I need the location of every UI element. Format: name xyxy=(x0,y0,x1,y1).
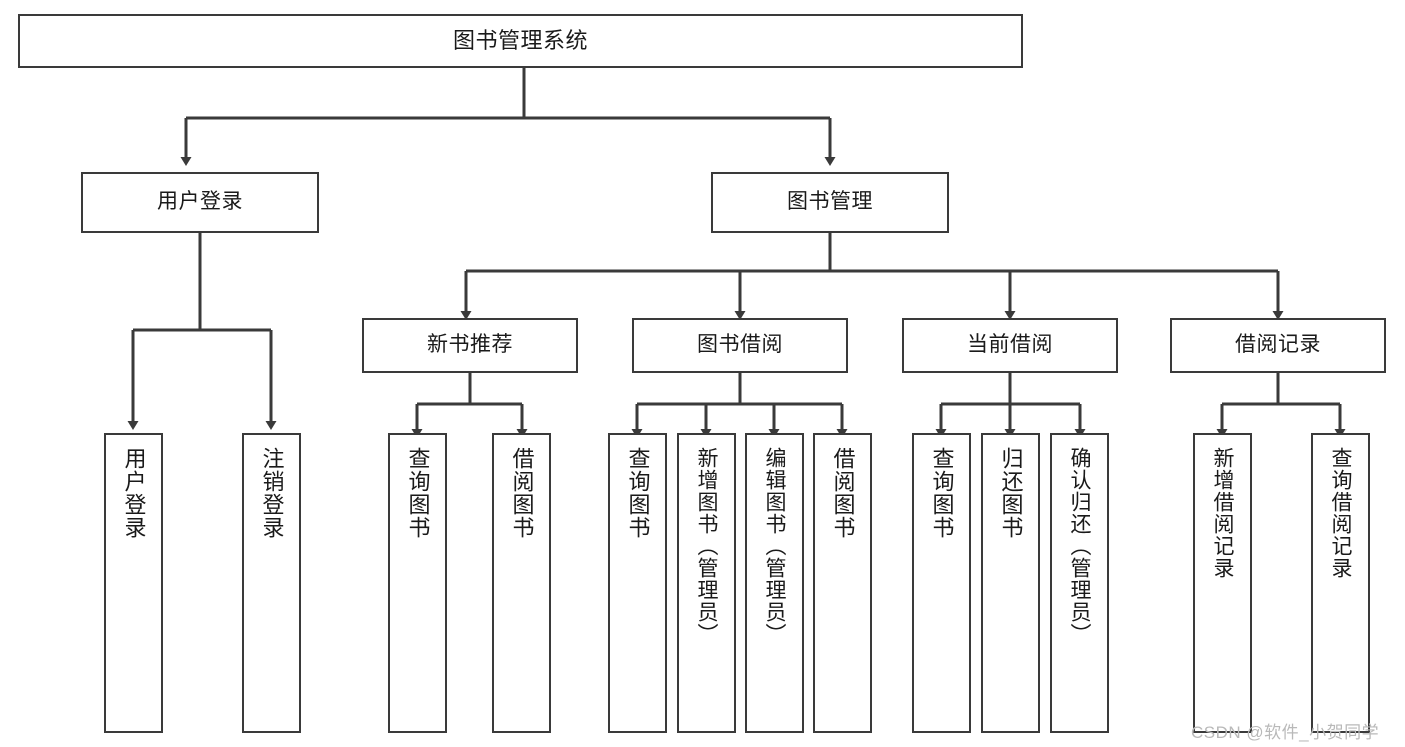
node-borrow-record[interactable]: 借阅记录 xyxy=(1170,318,1386,373)
node-leaf-confirm-return-label: 确认归还（管理员） xyxy=(1068,447,1091,645)
node-new-book-recommend-label: 新书推荐 xyxy=(427,333,513,357)
node-leaf-borrow-book-1[interactable]: 借阅图书 xyxy=(492,433,551,733)
node-book-manage[interactable]: 图书管理 xyxy=(711,172,949,233)
node-leaf-query-book-2-label: 查询图书 xyxy=(625,447,651,539)
node-current-borrow[interactable]: 当前借阅 xyxy=(902,318,1118,373)
node-root-label: 图书管理系统 xyxy=(452,28,588,54)
node-leaf-add-record-label: 新增借阅记录 xyxy=(1211,447,1234,579)
node-leaf-add-book[interactable]: 新增图书（管理员） xyxy=(677,433,736,733)
node-leaf-borrow-book-2[interactable]: 借阅图书 xyxy=(813,433,872,733)
node-leaf-query-record-label: 查询借阅记录 xyxy=(1329,447,1352,579)
node-user-login[interactable]: 用户登录 xyxy=(81,172,319,233)
node-current-borrow-label: 当前借阅 xyxy=(967,333,1053,357)
node-borrow-record-label: 借阅记录 xyxy=(1235,333,1321,357)
node-root[interactable]: 图书管理系统 xyxy=(18,14,1023,68)
node-leaf-edit-book[interactable]: 编辑图书（管理员） xyxy=(745,433,804,733)
node-leaf-query-record[interactable]: 查询借阅记录 xyxy=(1311,433,1370,733)
node-leaf-edit-book-label: 编辑图书（管理员） xyxy=(763,447,786,645)
node-leaf-query-book-1-label: 查询图书 xyxy=(405,447,431,539)
watermark-label: CSDN @软件_小贺同学 xyxy=(1191,723,1380,742)
node-leaf-return-book[interactable]: 归还图书 xyxy=(981,433,1040,733)
node-leaf-add-book-label: 新增图书（管理员） xyxy=(695,447,718,645)
node-leaf-logout-login[interactable]: 注销登录 xyxy=(242,433,301,733)
node-user-login-label: 用户登录 xyxy=(157,190,243,214)
node-book-manage-label: 图书管理 xyxy=(787,190,873,214)
node-new-book-recommend[interactable]: 新书推荐 xyxy=(362,318,578,373)
node-book-borrow-label: 图书借阅 xyxy=(697,333,783,357)
node-leaf-user-login[interactable]: 用户登录 xyxy=(104,433,163,733)
node-leaf-return-book-label: 归还图书 xyxy=(998,447,1024,539)
node-leaf-user-login-label: 用户登录 xyxy=(121,447,147,539)
node-leaf-query-book-3-label: 查询图书 xyxy=(929,447,955,539)
node-leaf-query-book-2[interactable]: 查询图书 xyxy=(608,433,667,733)
node-leaf-borrow-book-2-label: 借阅图书 xyxy=(830,447,856,539)
node-leaf-borrow-book-1-label: 借阅图书 xyxy=(509,447,535,539)
node-leaf-logout-login-label: 注销登录 xyxy=(259,447,285,539)
node-leaf-add-record[interactable]: 新增借阅记录 xyxy=(1193,433,1252,733)
node-book-borrow[interactable]: 图书借阅 xyxy=(632,318,848,373)
node-leaf-confirm-return[interactable]: 确认归还（管理员） xyxy=(1050,433,1109,733)
node-leaf-query-book-3[interactable]: 查询图书 xyxy=(912,433,971,733)
node-leaf-query-book-1[interactable]: 查询图书 xyxy=(388,433,447,733)
